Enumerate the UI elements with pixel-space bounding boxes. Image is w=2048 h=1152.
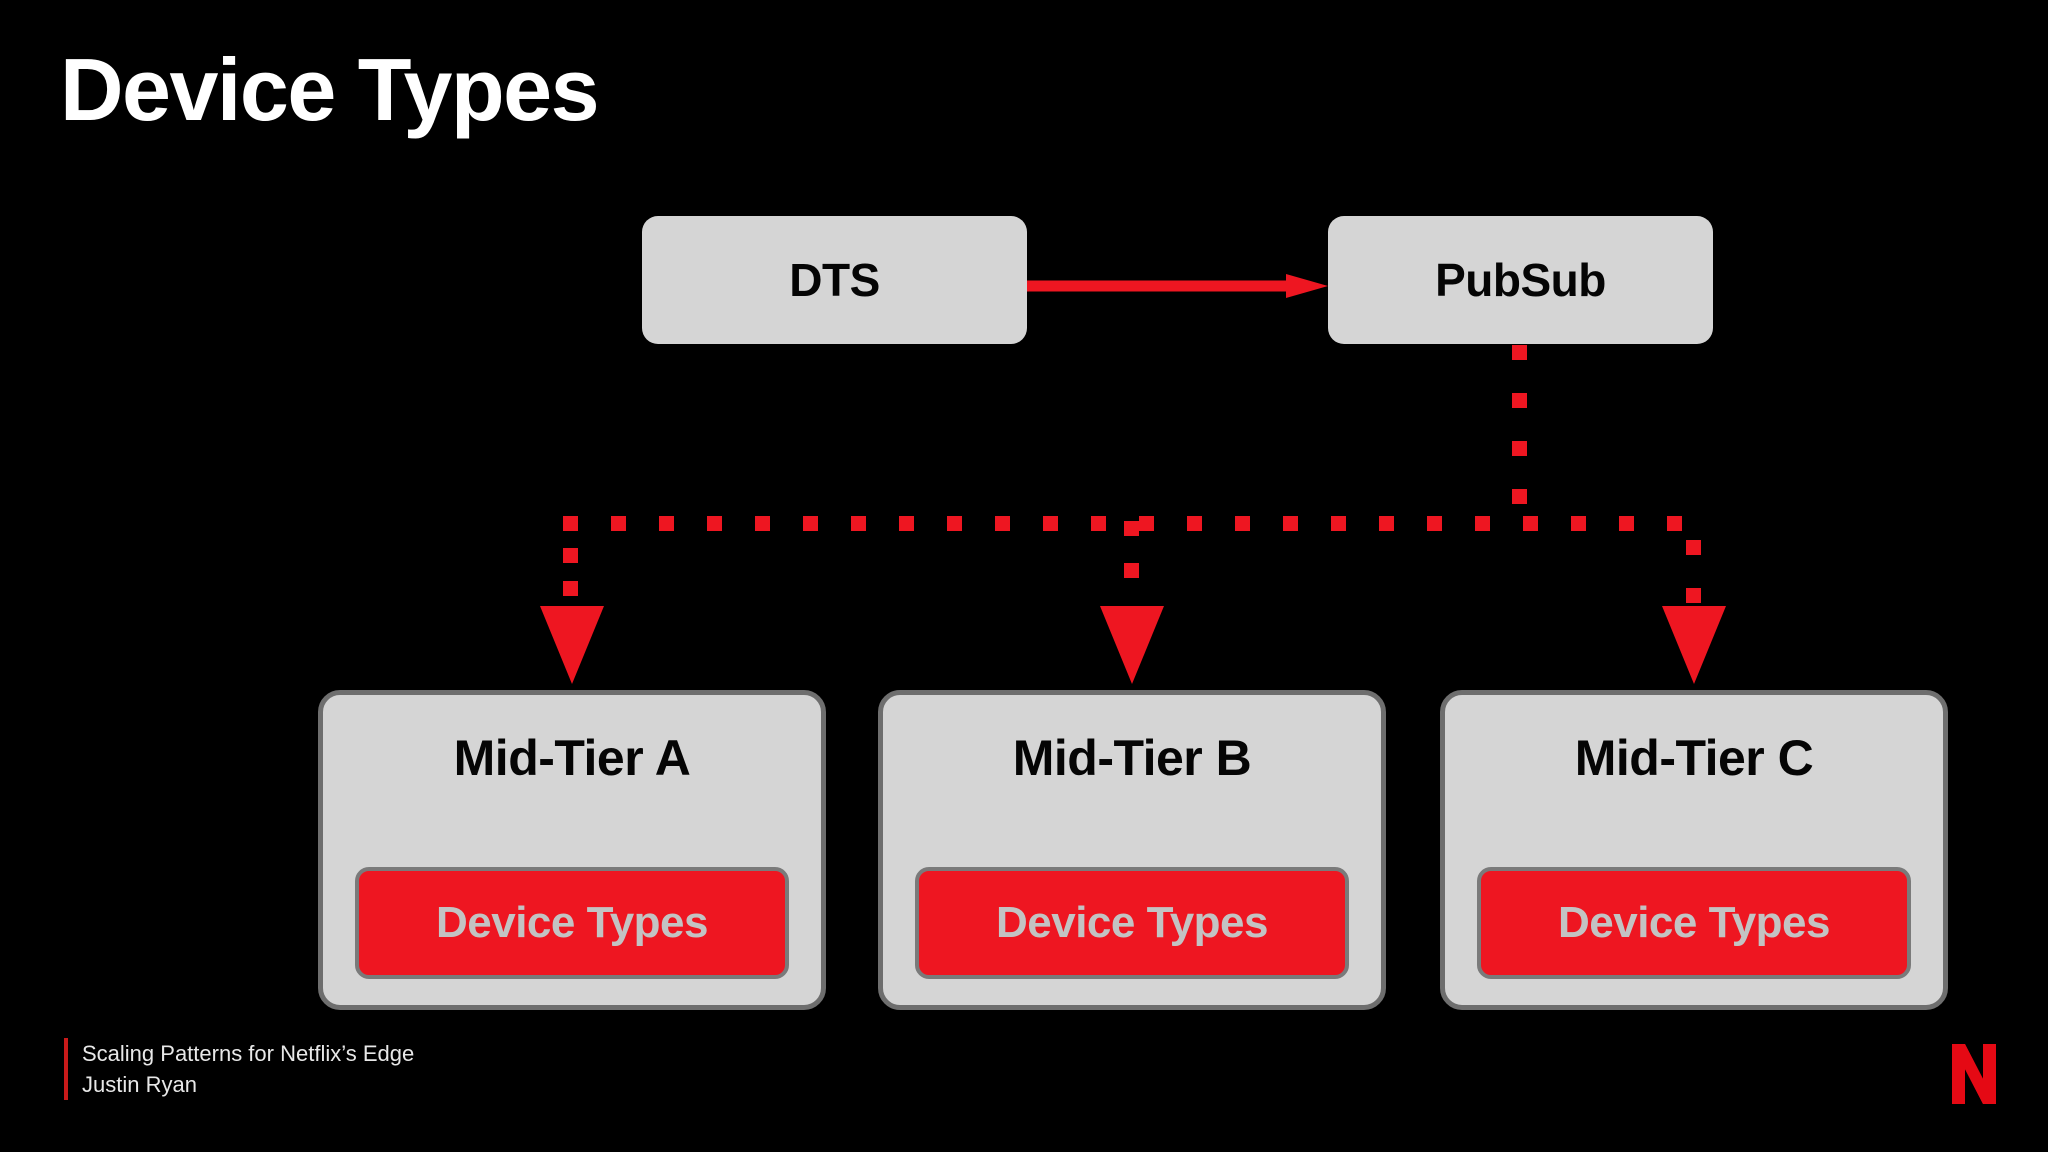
connector-dot (1512, 441, 1527, 456)
chip-device-types-c[interactable]: Device Types (1477, 867, 1911, 979)
footer-accent-bar (64, 1037, 68, 1100)
netflix-n-logo-icon (1952, 1044, 1996, 1104)
connector-dot (803, 516, 818, 531)
node-dts-label: DTS (789, 254, 880, 306)
connector-dot (659, 516, 674, 531)
connector-dot (1139, 516, 1154, 531)
connector-dot (1379, 516, 1394, 531)
connector-dot (1686, 540, 1701, 555)
connector-dot (707, 516, 722, 531)
connector-dot (1667, 516, 1682, 531)
footer-speaker-name: Justin Ryan (82, 1071, 197, 1097)
connector-dot (1475, 516, 1490, 531)
chip-device-types-a[interactable]: Device Types (355, 867, 789, 979)
connector-dot (947, 516, 962, 531)
connector-dot (1124, 563, 1139, 578)
connector-dot (1571, 516, 1586, 531)
connector-dot (1512, 345, 1527, 360)
connector-dot (1043, 516, 1058, 531)
connector-dot (851, 516, 866, 531)
footer: Scaling Patterns for Netflix’s Edge Just… (64, 1037, 414, 1100)
connector-dot (755, 516, 770, 531)
connector-dot (1331, 516, 1346, 531)
connector-dot (611, 516, 626, 531)
connector-dot (563, 548, 578, 563)
chip-device-types-b[interactable]: Device Types (915, 867, 1349, 979)
arrowhead-to-midtier-b-icon (1100, 606, 1164, 684)
connector-dot (1619, 516, 1634, 531)
page-title: Device Types (60, 40, 600, 139)
chip-device-types-c-label: Device Types (1557, 898, 1831, 947)
card-midtier-b[interactable]: Mid-Tier B Device Types (878, 690, 1386, 1010)
card-midtier-c-title: Mid-Tier C (1574, 730, 1814, 786)
chip-device-types-a-label: Device Types (435, 898, 709, 947)
connector-dot (1283, 516, 1298, 531)
connector-dot (1523, 516, 1538, 531)
connector-dot (563, 581, 578, 596)
connector-dot (1512, 489, 1527, 504)
connector-dot (1427, 516, 1442, 531)
card-midtier-b-title: Mid-Tier B (1012, 730, 1252, 786)
connector-dot (1686, 588, 1701, 603)
arrowhead-to-midtier-a-icon (540, 606, 604, 684)
footer-talk-title: Scaling Patterns for Netflix’s Edge (82, 1040, 415, 1066)
connector-dot (1187, 516, 1202, 531)
node-dts[interactable]: DTS (642, 216, 1027, 344)
card-midtier-a[interactable]: Mid-Tier A Device Types (318, 690, 826, 1010)
connector-dot (995, 516, 1010, 531)
connector-dot (899, 516, 914, 531)
node-pubsub-label: PubSub (1435, 254, 1606, 306)
arrowhead-to-midtier-c-icon (1662, 606, 1726, 684)
connector-dot (1512, 393, 1527, 408)
node-pubsub[interactable]: PubSub (1328, 216, 1713, 344)
footer-text: Scaling Patterns for Netflix’s Edge Just… (82, 1038, 414, 1100)
card-midtier-c[interactable]: Mid-Tier C Device Types (1440, 690, 1948, 1010)
arrow-dts-to-pubsub-icon (1027, 274, 1328, 298)
connector-dot (1235, 516, 1250, 531)
chip-device-types-b-label: Device Types (995, 898, 1269, 947)
card-midtier-a-title: Mid-Tier A (453, 730, 691, 786)
connector-dot (563, 516, 578, 531)
connector-dot (1091, 516, 1106, 531)
connector-dot (1124, 521, 1139, 536)
